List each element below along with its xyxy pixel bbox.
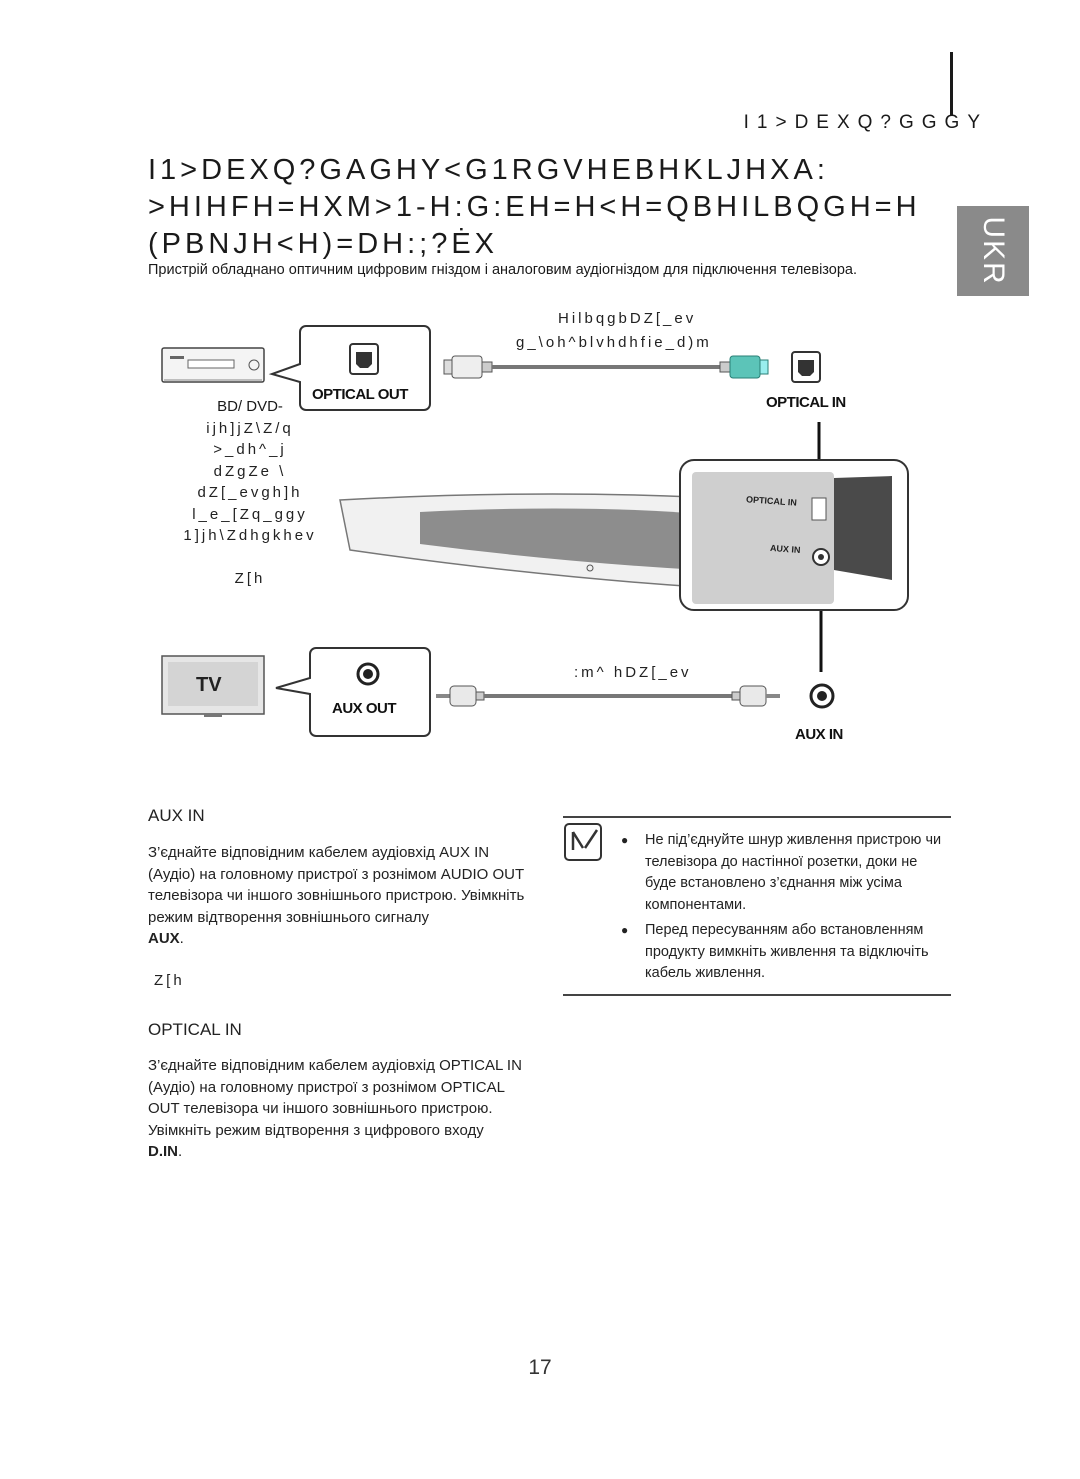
bd-dvd-label: BD/ DVD- — [217, 398, 283, 415]
optical-cable-label: HilbqgbDZ[_ev — [558, 310, 697, 327]
title-line-3: (PBNJH<H)=DH:;?ĖX — [148, 228, 499, 260]
optical-out-label: OPTICAL OUT — [312, 386, 408, 403]
language-tab-label: UKR — [977, 216, 1010, 286]
optical-out-callout — [268, 325, 431, 411]
aux-in-port-icon — [809, 683, 835, 709]
device-line: l_e_[Zq_ggy — [192, 505, 308, 523]
tv-icon — [161, 655, 265, 717]
aux-section-text: З’єднайте відповідним кабелем аудіовхід … — [148, 844, 525, 947]
dvd-player-icon — [161, 347, 265, 383]
device-line — [180, 547, 320, 568]
language-tab: UKR — [957, 206, 1029, 296]
optical-mode: D.IN — [148, 1143, 178, 1160]
device-line: dZgZe \ — [213, 462, 287, 480]
note-icon — [564, 823, 602, 861]
aux-mode: AUX — [148, 930, 180, 947]
title-line-2: >HIHFH=HXM>1-H:G:EH=H<H=QBHILBQGH=H — [148, 191, 921, 223]
aux-cable-label: :m^ hDZ[_ev — [574, 664, 692, 681]
device-line: ijh]jZ\Z/q — [206, 419, 294, 437]
page-number: 17 — [528, 1356, 552, 1379]
optical-in-port-icon — [791, 351, 821, 383]
note-list: Не під’єднуйте шнур живлення пристрою чи… — [621, 830, 951, 989]
optical-section-title: OPTICAL IN — [148, 1020, 242, 1039]
note-item: Не під’єднуйте шнур живлення пристрою чи… — [621, 830, 951, 916]
panel-aux-in-label: AUX IN — [769, 542, 801, 556]
aux-section-title: AUX IN — [148, 806, 205, 825]
section-header: I1>DEXQ?GGGY — [743, 112, 988, 133]
device-line: dZ[_evgh]h — [197, 484, 303, 501]
intro-text: Пристрій обладнано оптичним цифровим гні… — [148, 262, 857, 278]
aux-cable — [436, 685, 780, 707]
title-line-1: I1>DEXQ?GAGHY<G1RGVHEBHKLJHXA: — [148, 154, 829, 186]
note-box: Не під’єднуйте шнур живлення пристрою чи… — [563, 816, 951, 996]
optical-instruction: З’єднайте відповідним кабелем аудіовхід … — [148, 1057, 522, 1117]
soundbar-image — [339, 493, 751, 591]
aux-instruction: З’єднайте відповідним кабелем аудіовхід … — [148, 844, 525, 926]
aux-out-label: AUX OUT — [332, 700, 397, 717]
optical-cable-sublabel: g_\oh^blvhdhfie_d)m — [516, 334, 712, 351]
device-line: >_dh^_j — [213, 441, 287, 458]
connection-diagram: HilbqgbDZ[_ev g_\oh^blvhdhfie_d)m OPTICA… — [140, 300, 960, 760]
optical-mode-instruction: Увімкніть режим відтворення з цифрового … — [148, 1121, 484, 1139]
optical-cable — [443, 355, 769, 379]
page-title: I1>DEXQ?GAGHY<G1RGVHEBHKLJHXA: >HIHFH=HX… — [148, 152, 921, 263]
rear-panel-zoom — [679, 459, 909, 611]
device-line: Z[h — [234, 569, 266, 587]
diagram-graphics — [161, 325, 909, 737]
aux-out-callout — [275, 647, 431, 737]
note-item: Перед пересуванням або встановленням про… — [621, 920, 951, 985]
header-rule — [950, 52, 953, 116]
optical-section-text: З’єднайте відповідним кабелем аудіовхід … — [148, 1055, 528, 1163]
device-line: 1]jh\Zdhgkhev — [183, 527, 317, 544]
aux-or-label: Z[h — [154, 972, 185, 989]
aux-in-label-bottom: AUX IN — [795, 726, 843, 743]
optical-in-label-top: OPTICAL IN — [766, 394, 846, 411]
tv-label: TV — [196, 674, 222, 696]
device-caption: BD/ DVD- ijh]jZ\Z/q >_dh^_j dZgZe \ dZ[_… — [180, 396, 320, 589]
